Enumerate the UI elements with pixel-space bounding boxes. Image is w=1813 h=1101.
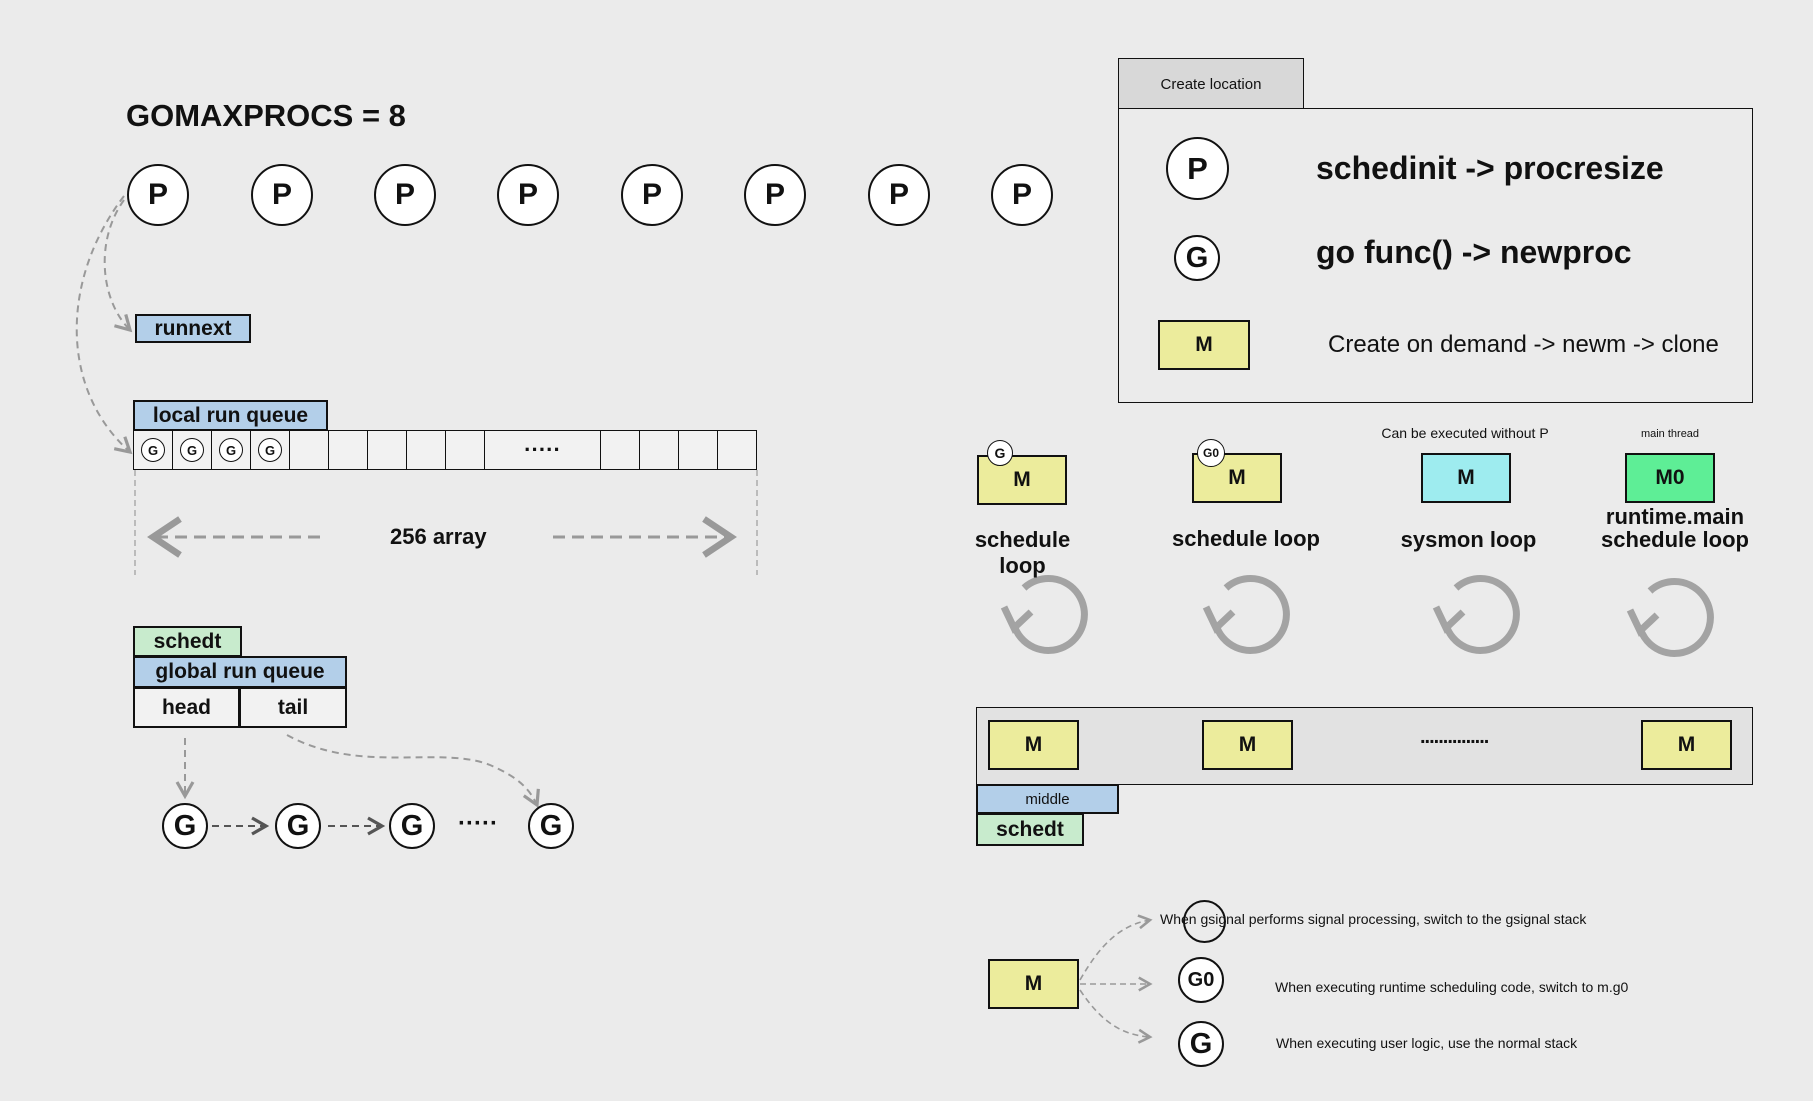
schedt-label: schedt (133, 626, 242, 657)
queue-slot: G (133, 430, 173, 470)
queue-slot: G (211, 430, 251, 470)
main-thread-note: main thread (1640, 428, 1700, 440)
m0-box: M0 (1625, 453, 1715, 503)
queue-slot (639, 430, 679, 470)
legend-g-text: go func() -> newproc (1316, 234, 1632, 270)
global-run-queue-label: global run queue (133, 656, 347, 688)
gsignal-circle (1183, 900, 1226, 943)
queue-slot (289, 430, 329, 470)
queue-slot (445, 430, 485, 470)
p-circle: P (991, 164, 1053, 226)
stack-m-box: M (988, 959, 1079, 1009)
p-circle: P (868, 164, 930, 226)
m-list-box: M (1641, 720, 1732, 770)
middle-label: middle (976, 784, 1119, 814)
g-chain-ellipsis: ····· (458, 810, 498, 837)
g0-circle: G0 (1178, 957, 1224, 1003)
array-size-label: 256 array (390, 524, 487, 549)
g-text: When executing user logic, use the norma… (1276, 1035, 1578, 1051)
m-list-box: M (1202, 720, 1293, 770)
queue-slot (717, 430, 757, 470)
loop-icon-4 (1626, 578, 1714, 657)
queue-ellipsis: ····· (484, 430, 601, 470)
loop-label: sysmon loop (1400, 527, 1537, 552)
p-to-runnext-arrow (103, 199, 133, 333)
runnext-box: runnext (135, 314, 251, 343)
queue-slot (678, 430, 718, 470)
g-circle-small: G (219, 438, 243, 462)
g-circle-small: G (141, 438, 165, 462)
legend-m-text: Create on demand -> newm -> clone (1328, 331, 1719, 358)
loop-label-main: runtime.main schedule loop (1601, 504, 1749, 552)
gomaxprocs-title: GOMAXPROCS = 8 (126, 98, 406, 133)
legend-p-circle: P (1166, 137, 1229, 200)
legend-tab: Create location (1118, 58, 1304, 109)
global-queue-head: head (133, 687, 240, 728)
m-list-ellipsis: ............... (1420, 726, 1489, 748)
g-circle: G (528, 803, 574, 849)
legend-p-text: schedinit -> procresize (1316, 150, 1664, 186)
g-circle-small: G (180, 438, 204, 462)
g-circle: G (389, 803, 435, 849)
loop-icon-1 (1000, 575, 1088, 654)
loop-m-box: M (1192, 453, 1282, 503)
tail-to-last-g-arrow (286, 734, 540, 808)
queue-slot (600, 430, 640, 470)
queue-slot: G (250, 430, 290, 470)
m-list-schedt-label: schedt (976, 813, 1084, 846)
m-to-gsignal-arrow (1079, 914, 1153, 981)
local-run-queue-label: local run queue (133, 400, 328, 431)
queue-slot (367, 430, 407, 470)
loop-icon-2 (1202, 575, 1290, 654)
p-circle: P (127, 164, 189, 226)
m-to-g-arrow (1079, 989, 1153, 1044)
p-circle: P (374, 164, 436, 226)
gsignal-text: When gsignal performs signal processing,… (1160, 911, 1587, 927)
p-circle: P (744, 164, 806, 226)
g-circle: G (162, 803, 208, 849)
global-queue-tail: tail (239, 687, 347, 728)
loop-icon-3 (1432, 575, 1520, 654)
p-circle: P (497, 164, 559, 226)
loop-g-badge: G (987, 440, 1013, 466)
p-to-local-queue-arrow (75, 195, 133, 455)
g-circle: G (275, 803, 321, 849)
m-list-panel (976, 707, 1753, 785)
sysmon-note: Can be executed without P (1381, 425, 1549, 441)
sysmon-m-box: M (1421, 453, 1511, 503)
p-circle: P (621, 164, 683, 226)
loop-g0-badge: G0 (1197, 439, 1225, 467)
legend-m-box: M (1158, 320, 1250, 370)
queue-slot (406, 430, 446, 470)
queue-slot: G (172, 430, 212, 470)
g0-text: When executing runtime scheduling code, … (1275, 979, 1629, 995)
g-circle-small: G (258, 438, 282, 462)
g-stack-circle: G (1178, 1021, 1224, 1067)
legend-g-circle: G (1174, 235, 1220, 281)
queue-slot (328, 430, 368, 470)
p-circle: P (251, 164, 313, 226)
loop-label: schedule loop (974, 527, 1071, 578)
m-list-box: M (988, 720, 1079, 770)
local-run-queue-array: G G G G ····· (133, 430, 758, 470)
loop-label: schedule loop (1172, 526, 1320, 551)
